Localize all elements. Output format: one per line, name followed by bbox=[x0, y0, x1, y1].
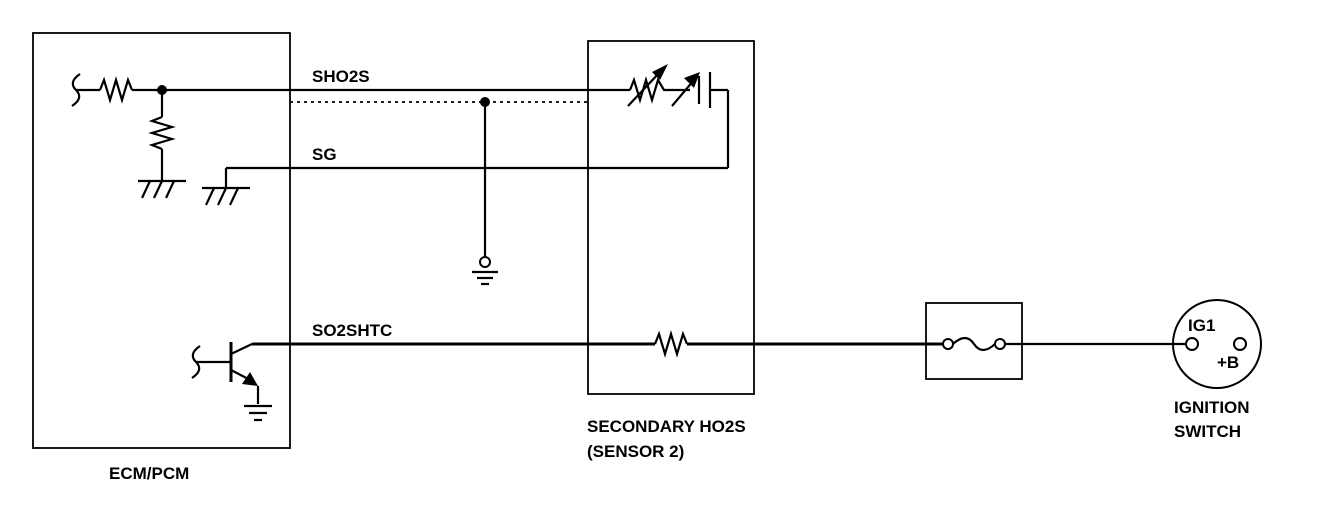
ignition-label-line2: SWITCH bbox=[1174, 422, 1241, 441]
sho2s-label: SHO2S bbox=[312, 67, 370, 86]
heater-resistor-icon bbox=[653, 330, 689, 358]
transistor-icon bbox=[191, 342, 272, 422]
ecm-pcm-label: ECM/PCM bbox=[109, 464, 189, 483]
chassis-ground-icon bbox=[138, 179, 186, 199]
ecm-pullup-resistor-icon bbox=[98, 76, 134, 104]
variable-resistor-icon bbox=[628, 76, 690, 104]
so2shtc-circuit bbox=[191, 330, 1247, 422]
fuse-box bbox=[925, 302, 1023, 380]
ecm-pcm-box bbox=[32, 32, 291, 449]
sho2s-circuit bbox=[71, 73, 630, 199]
ecm-pulldown-resistor-icon bbox=[148, 115, 176, 151]
ig1-terminal-icon bbox=[1185, 337, 1199, 351]
b-terminal-label: +B bbox=[1217, 353, 1239, 372]
sg-label: SG bbox=[312, 145, 337, 164]
secondary-ho2s-box bbox=[587, 40, 755, 395]
b-terminal-icon bbox=[1233, 337, 1247, 351]
sg-ground-icon bbox=[202, 186, 250, 206]
shield-ground-icon bbox=[472, 256, 498, 286]
ig1-label: IG1 bbox=[1188, 316, 1215, 335]
fuse-icon bbox=[942, 336, 1006, 352]
sg-circuit bbox=[202, 166, 728, 206]
sensor-label-line1: SECONDARY HO2S bbox=[587, 417, 746, 436]
sensor-element bbox=[627, 64, 730, 168]
ignition-label-line1: IGNITION bbox=[1174, 398, 1250, 417]
sensor-label-line2: (SENSOR 2) bbox=[587, 442, 684, 461]
so2shtc-label: SO2SHTC bbox=[312, 321, 392, 340]
